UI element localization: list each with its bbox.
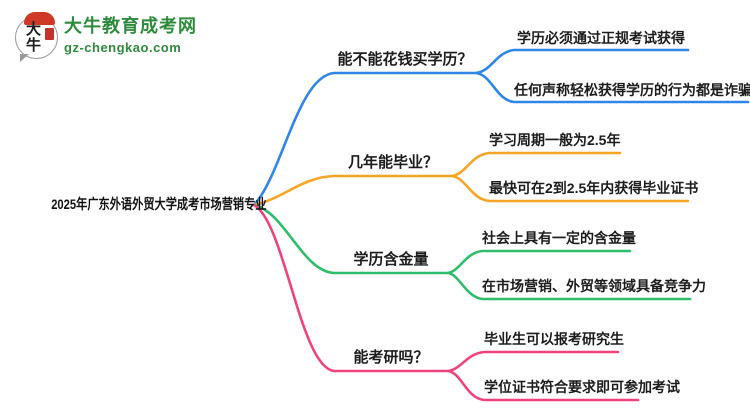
branch-2-fork-upper	[450, 151, 622, 178]
branch-4-line	[252, 203, 450, 373]
branch-1-line	[252, 71, 478, 207]
branch-3-label: 学历含金量	[353, 251, 429, 268]
branch-3-child-1: 社会上具有一定的含金量	[482, 230, 636, 246]
badge-red-cap	[24, 12, 55, 25]
branch-4-child-2: 学位证书符合要求即可参加考试	[484, 379, 680, 395]
branch-4-label: 能考研吗？	[353, 349, 429, 366]
badge-red-seal-icon	[45, 28, 54, 40]
badge-speech-tail	[20, 54, 29, 62]
branch-2-label: 几年能毕业？	[347, 154, 438, 171]
branch-3-child-2: 在市场营销、外贸等领域具备竞争力	[482, 278, 706, 294]
daniu-bull-badge-icon: 大牛	[14, 12, 62, 62]
branch-2-fork-lower	[450, 174, 690, 203]
branch-4-fork-upper	[446, 350, 620, 373]
badge-text: 大牛	[24, 21, 41, 53]
branch-2-child-1: 学习周期一般为2.5年	[489, 132, 621, 148]
branch-2-child-2: 最快可在2到2.5年内获得毕业证书	[489, 180, 699, 196]
branch-4-fork-lower	[446, 369, 640, 402]
branch-3-fork-upper	[446, 249, 632, 275]
root-topic: 2025年广东外语外贸大学成考市场营销专业	[51, 196, 267, 212]
branch-3-line	[252, 203, 450, 275]
branch-2-line	[252, 174, 454, 207]
branch-1-fork-upper	[474, 48, 690, 75]
site-name: 大牛教育成考网	[64, 16, 197, 36]
branch-1-fork-lower	[474, 71, 750, 104]
branch-1-label: 能不能花钱买学历？	[337, 51, 473, 68]
branch-4-child-1: 毕业生可以报考研究生	[484, 331, 624, 347]
branch-1-child-2: 任何声称轻松获得学历的行为都是诈骗	[514, 82, 750, 98]
branch-1-child-1: 学历必须通过正规考试获得	[517, 30, 685, 46]
site-logo[interactable]: 大牛 大牛教育成考网 gz-chengkao.com	[12, 10, 242, 62]
site-domain: gz-chengkao.com	[64, 40, 182, 55]
logo-text: 大牛教育成考网 gz-chengkao.com	[64, 12, 197, 55]
branch-3-fork-lower	[446, 271, 692, 301]
